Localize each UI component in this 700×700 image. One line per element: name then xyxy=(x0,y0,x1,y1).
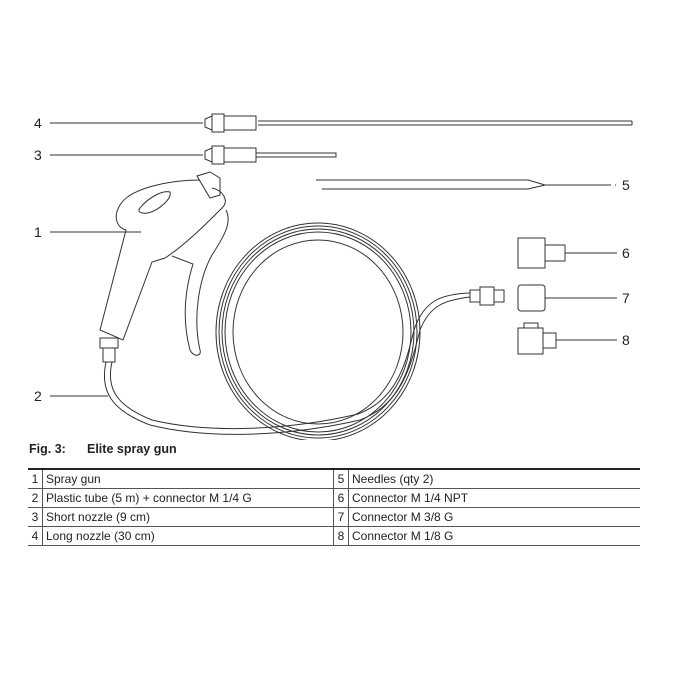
item-number: 2 xyxy=(28,488,43,508)
callout-8: 8 xyxy=(622,332,630,348)
needles xyxy=(316,179,610,190)
callout-3: 3 xyxy=(34,147,42,163)
item-description: Connector M 1/8 G xyxy=(348,526,640,546)
item-description: Short nozzle (9 cm) xyxy=(42,507,334,527)
short-nozzle xyxy=(204,145,337,165)
table-row: 1 Spray gun 5 Needles (qty 2) xyxy=(28,469,640,489)
table-row: 2 Plastic tube (5 m) + connector M 1/4 G… xyxy=(28,488,640,508)
spray-gun xyxy=(99,171,229,363)
item-number: 6 xyxy=(333,488,349,508)
connector-1-8 xyxy=(517,322,557,355)
figure-number: Fig. 3: xyxy=(29,442,66,456)
item-description: Long nozzle (30 cm) xyxy=(42,526,334,546)
table-row: 3 Short nozzle (9 cm) 7 Connector M 3/8 … xyxy=(28,507,640,527)
item-description: Connector M 1/4 NPT xyxy=(348,488,640,508)
parts-legend-table: 1 Spray gun 5 Needles (qty 2) 2 Plastic … xyxy=(28,468,640,546)
connector-npt xyxy=(517,237,566,269)
item-number: 1 xyxy=(28,469,43,489)
callout-2: 2 xyxy=(34,388,42,404)
table-row: 4 Long nozzle (30 cm) 8 Connector M 1/8 … xyxy=(28,526,640,546)
spray-gun-illustration: 4 3 1 2 5 6 7 8 xyxy=(34,113,633,440)
long-nozzle xyxy=(204,113,633,133)
item-number: 7 xyxy=(333,507,349,527)
item-number: 3 xyxy=(28,507,43,527)
callout-6: 6 xyxy=(622,245,630,261)
callout-1: 1 xyxy=(34,224,42,240)
item-number: 5 xyxy=(333,469,349,489)
callout-4: 4 xyxy=(34,115,42,131)
figure-title: Elite spray gun xyxy=(87,442,177,456)
tube-connector xyxy=(469,286,505,306)
connector-3-8 xyxy=(517,284,546,312)
item-description: Connector M 3/8 G xyxy=(348,507,640,527)
callout-7: 7 xyxy=(622,290,630,306)
callout-5: 5 xyxy=(622,177,630,193)
figure-caption: Fig. 3: Elite spray gun xyxy=(29,442,177,456)
item-number: 4 xyxy=(28,526,43,546)
item-description: Spray gun xyxy=(42,469,334,489)
plastic-tube-coil xyxy=(103,222,471,440)
item-description: Plastic tube (5 m) + connector M 1/4 G xyxy=(42,488,334,508)
item-number: 8 xyxy=(333,526,349,546)
item-description: Needles (qty 2) xyxy=(348,469,640,489)
